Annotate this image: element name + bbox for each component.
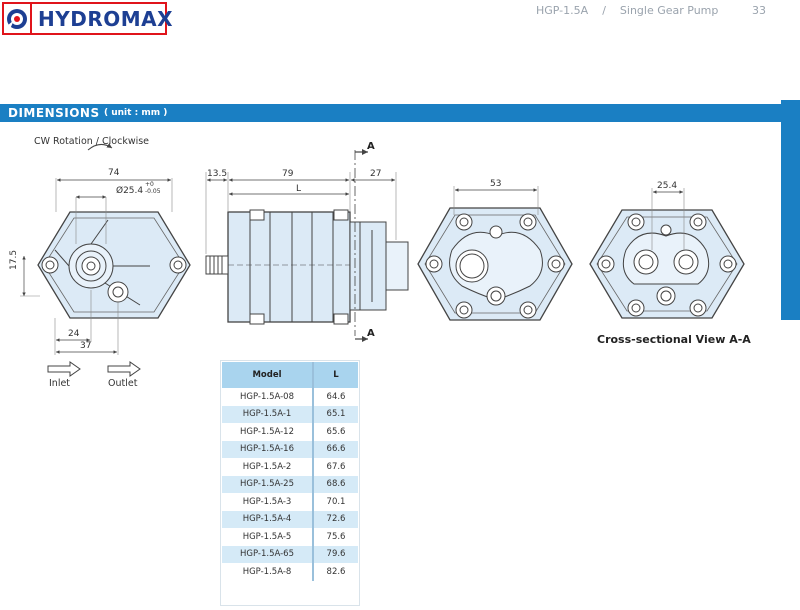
page-header-info: HGP-1.5A / Single Gear Pump — [536, 4, 718, 17]
brand-logo: HYDROMAX — [2, 2, 173, 35]
cross-section-caption: Cross-sectional View A-A — [597, 333, 751, 346]
table-row: HGP-1.5A-12 65.6 — [222, 423, 358, 441]
side-view — [205, 149, 409, 342]
section-a-bottom: A — [367, 328, 375, 339]
dim-24: 24 — [68, 329, 80, 339]
page-number: 33 — [752, 4, 766, 17]
cell-l: 65.1 — [312, 405, 358, 423]
outlet-label: Outlet — [108, 378, 138, 389]
cell-model: HGP-1.5A-4 — [222, 510, 313, 528]
section-title: DIMENSIONS — [8, 106, 100, 120]
dim-37: 37 — [80, 341, 92, 351]
dim-53: 53 — [490, 179, 502, 189]
table-row: HGP-1.5A-2 67.6 — [222, 458, 358, 476]
table-header-row: Model L — [222, 362, 358, 388]
section-a-top: A — [367, 141, 375, 152]
side-tab — [781, 100, 800, 320]
cell-model: HGP-1.5A-25 — [222, 475, 313, 493]
section-band: DIMENSIONS ( unit : mm ) — [0, 104, 784, 122]
table-frame — [220, 360, 360, 606]
cell-l: 75.6 — [312, 528, 358, 546]
cell-l: 70.1 — [312, 493, 358, 511]
front-view — [20, 143, 191, 377]
cell-model: HGP-1.5A-08 — [239, 391, 294, 402]
cell-l: 79.6 — [312, 545, 358, 563]
dim-25-4: 25.4 — [657, 181, 678, 191]
cell-model: HGP-1.5A-16 — [222, 440, 313, 458]
dim-17-5: 17.5 — [9, 249, 19, 270]
cell-model: HGP-1.5A-8 — [242, 566, 292, 577]
cell-l: 64.6 — [312, 388, 358, 406]
cell-l: 66.6 — [312, 440, 358, 458]
header-model: HGP-1.5A — [536, 4, 589, 17]
dim-79: 79 — [282, 169, 294, 179]
brand-name: HYDROMAX — [38, 6, 174, 31]
table-row: HGP-1.5A-3 70.1 — [222, 493, 358, 511]
inlet-label: Inlet — [49, 378, 71, 389]
section-unit: ( unit : mm ) — [104, 108, 168, 118]
cell-model: HGP-1.5A-5 — [242, 531, 292, 542]
header-product: Single Gear Pump — [619, 4, 719, 17]
cell-l: 68.6 — [312, 475, 358, 493]
logo-emblem-icon — [4, 4, 32, 33]
header-separator: / — [602, 4, 606, 17]
cell-model: HGP-1.5A-1 — [222, 405, 313, 423]
column-header-model: Model — [222, 362, 313, 388]
cell-l: 82.6 — [312, 563, 358, 581]
table-row: HGP-1.5A-8 82.6 — [222, 563, 358, 581]
cell-model: HGP-1.5A-2 — [242, 461, 292, 472]
dim-bore: Ø25.4 — [116, 186, 144, 196]
dim-27: 27 — [370, 169, 382, 179]
cell-model: HGP-1.5A-3 — [242, 496, 292, 507]
tol-plus: +0 — [145, 181, 154, 188]
dim-74: 74 — [108, 168, 120, 178]
cell-l: 72.6 — [312, 510, 358, 528]
dim-L: L — [296, 184, 302, 194]
rotation-label: CW Rotation / Clockwise — [34, 136, 150, 147]
table-row: HGP-1.5A-5 75.6 — [222, 528, 358, 546]
cell-l: 67.6 — [312, 458, 358, 476]
dim-13-5: 13.5 — [207, 169, 228, 179]
cell-l: 65.6 — [312, 423, 358, 441]
cell-model: HGP-1.5A-65 — [222, 545, 313, 563]
rear-view — [417, 186, 573, 321]
column-header-l: L — [312, 362, 358, 388]
cell-model: HGP-1.5A-12 — [239, 426, 294, 437]
table-row: HGP-1.5A-08 64.6 — [222, 388, 358, 406]
cross-section-view — [589, 188, 745, 319]
tol-minus: -0.05 — [145, 188, 161, 195]
